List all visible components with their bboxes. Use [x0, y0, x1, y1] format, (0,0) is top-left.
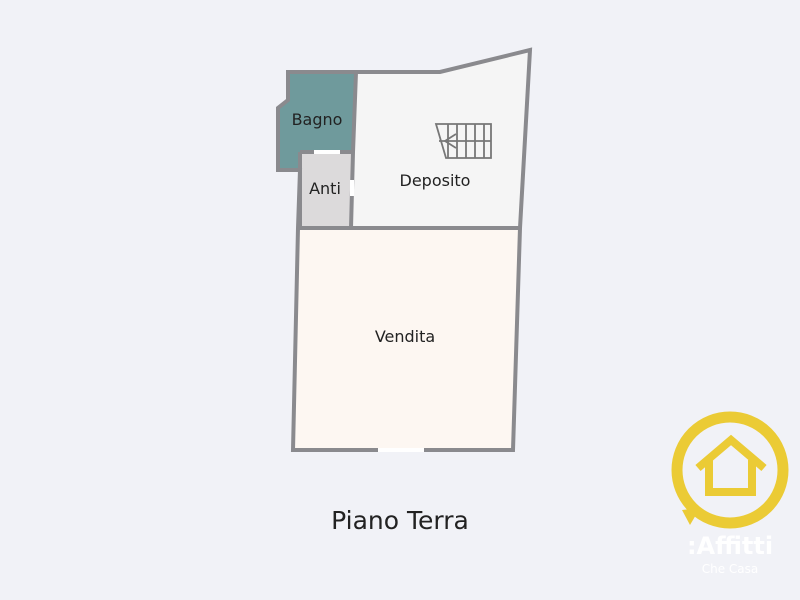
outer-wall	[276, 47, 533, 452]
logo-name: :Affitti	[686, 532, 774, 560]
doors	[314, 150, 424, 452]
label-anti: Anti	[309, 179, 341, 198]
room-vendita	[293, 228, 520, 450]
logo-tagline: Che Casa	[701, 562, 759, 576]
logo-icon	[671, 411, 789, 529]
room-bagno	[278, 72, 356, 170]
label-deposito: Deposito	[400, 171, 471, 190]
label-vendita: Vendita	[375, 327, 435, 346]
room-anti	[300, 152, 353, 228]
stairs-icon	[434, 123, 492, 159]
floor-title: Piano Terra	[331, 506, 469, 535]
label-bagno: Bagno	[292, 110, 343, 129]
walls	[276, 47, 533, 452]
